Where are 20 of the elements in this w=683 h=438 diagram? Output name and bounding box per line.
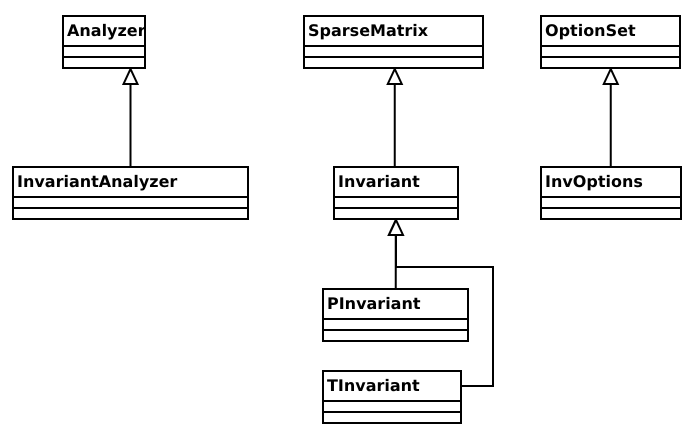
class-box (540, 15, 681, 69)
class-name: InvOptions (545, 174, 643, 190)
class-box (303, 15, 484, 69)
inheritance-arrow (388, 219, 494, 387)
inheritance-arrow (122, 68, 138, 166)
class-name: OptionSet (545, 23, 636, 39)
class-name: InvariantAnalyzer (17, 174, 178, 190)
inheritance-arrow (386, 68, 403, 166)
class-box (322, 370, 462, 424)
inheritance-arrow (602, 68, 619, 166)
class-box (540, 166, 682, 220)
class-box (322, 288, 469, 342)
class-name: Invariant (338, 174, 420, 190)
class-name: TInvariant (327, 378, 420, 394)
class-box (333, 166, 459, 220)
class-name: PInvariant (327, 296, 421, 312)
class-name: Analyzer (67, 23, 146, 39)
class-box (62, 15, 146, 69)
class-name: SparseMatrix (308, 23, 428, 39)
class-box (12, 166, 249, 220)
